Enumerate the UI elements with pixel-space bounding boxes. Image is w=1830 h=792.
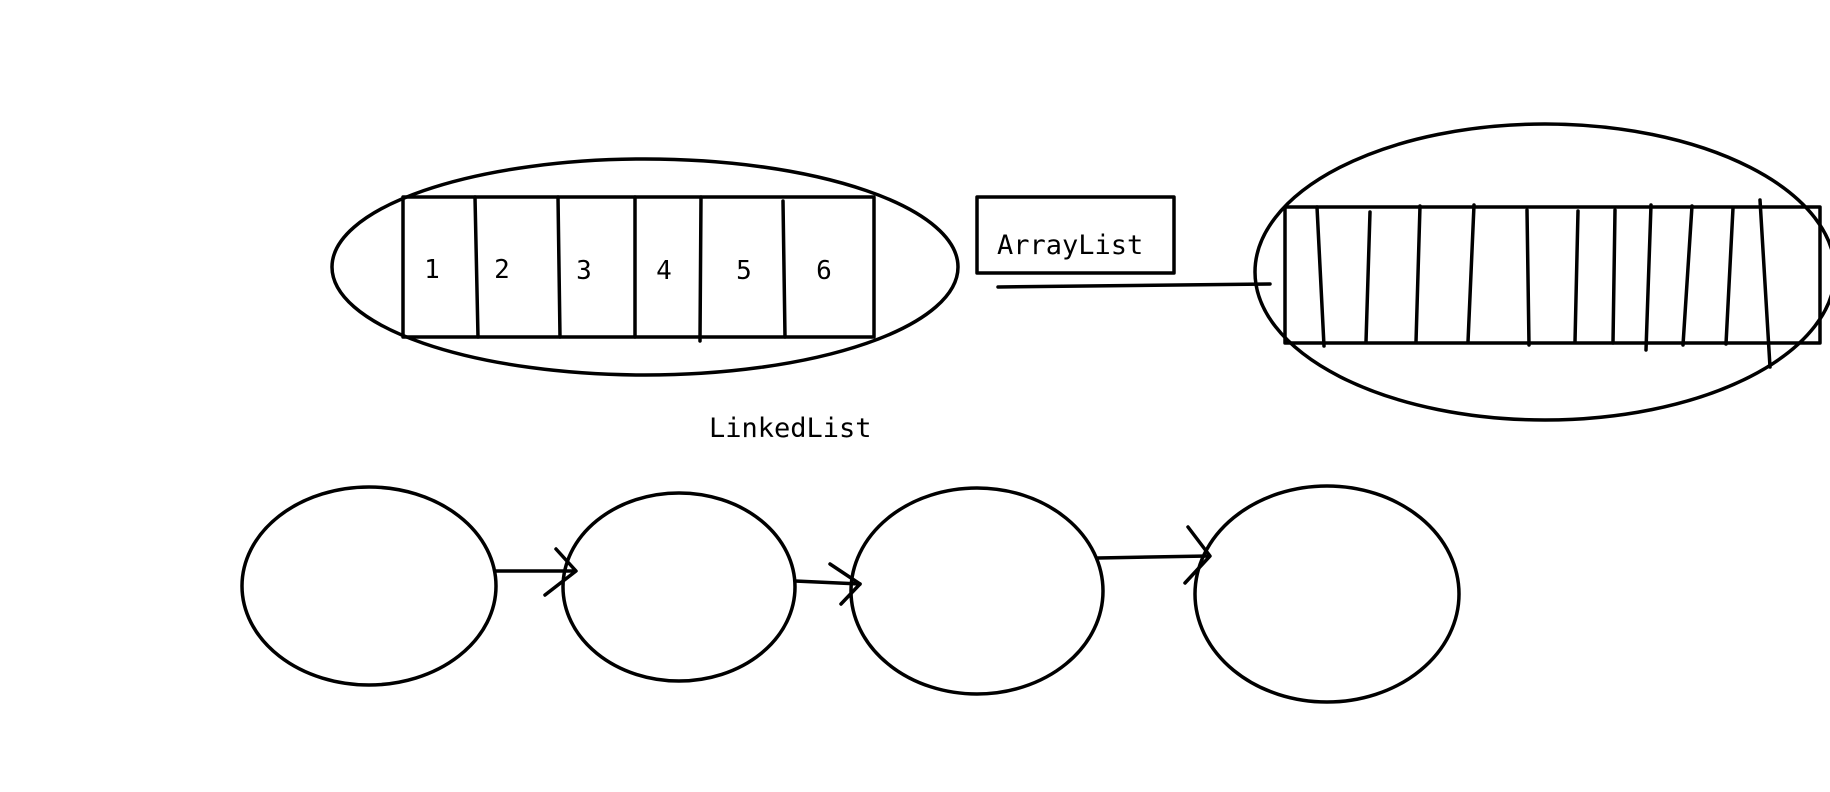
arraylist-divider [1364, 210, 1372, 344]
array-divider [473, 195, 480, 339]
linkedlist-arrows [494, 525, 1212, 606]
linkedlist-arrow [1096, 525, 1212, 585]
linkedlist-node [561, 491, 797, 683]
arraylist-divider [1525, 208, 1531, 347]
array-dividers [473, 195, 787, 343]
arraylist-divider [1724, 206, 1735, 346]
linkedlist-label: LinkedList [709, 413, 872, 444]
arraylist-divider [1681, 204, 1694, 347]
arraylist-ellipse [1253, 122, 1830, 422]
linkedlist-arrow [793, 562, 862, 606]
array-cell-label: 3 [576, 256, 592, 286]
array-cell-label: 1 [424, 255, 440, 285]
array-cell-label: 4 [656, 256, 672, 286]
array-divider [698, 195, 703, 343]
array-cell-label: 2 [494, 255, 510, 285]
array-cell-labels: 1 2 3 4 5 6 [424, 255, 832, 286]
linkedlist-arrow [494, 547, 578, 597]
array-cell-label: 6 [816, 256, 832, 286]
arraylist-box [1283, 205, 1822, 345]
arraylist-divider [1758, 198, 1772, 369]
array-divider [556, 195, 562, 339]
arraylist-divider [1644, 203, 1653, 352]
linkedlist-node [1193, 484, 1461, 704]
arraylist-divider [1611, 208, 1617, 345]
linkedlist-node [240, 485, 498, 687]
array-cell-label: 5 [736, 256, 752, 286]
arraylist-divider [1573, 209, 1580, 344]
arraylist-divider [1466, 203, 1476, 344]
array-divider [781, 199, 787, 339]
arraylist-dividers [1315, 198, 1772, 369]
linkedlist-node [849, 486, 1105, 696]
arraylist-divider [1315, 205, 1326, 348]
array-ellipse [330, 157, 960, 377]
arraylist-label-box [975, 195, 1176, 275]
arraylist-connector [996, 282, 1272, 289]
arraylist-label: ArrayList [997, 230, 1143, 261]
array-box [401, 195, 876, 339]
arraylist-divider [1414, 204, 1422, 344]
